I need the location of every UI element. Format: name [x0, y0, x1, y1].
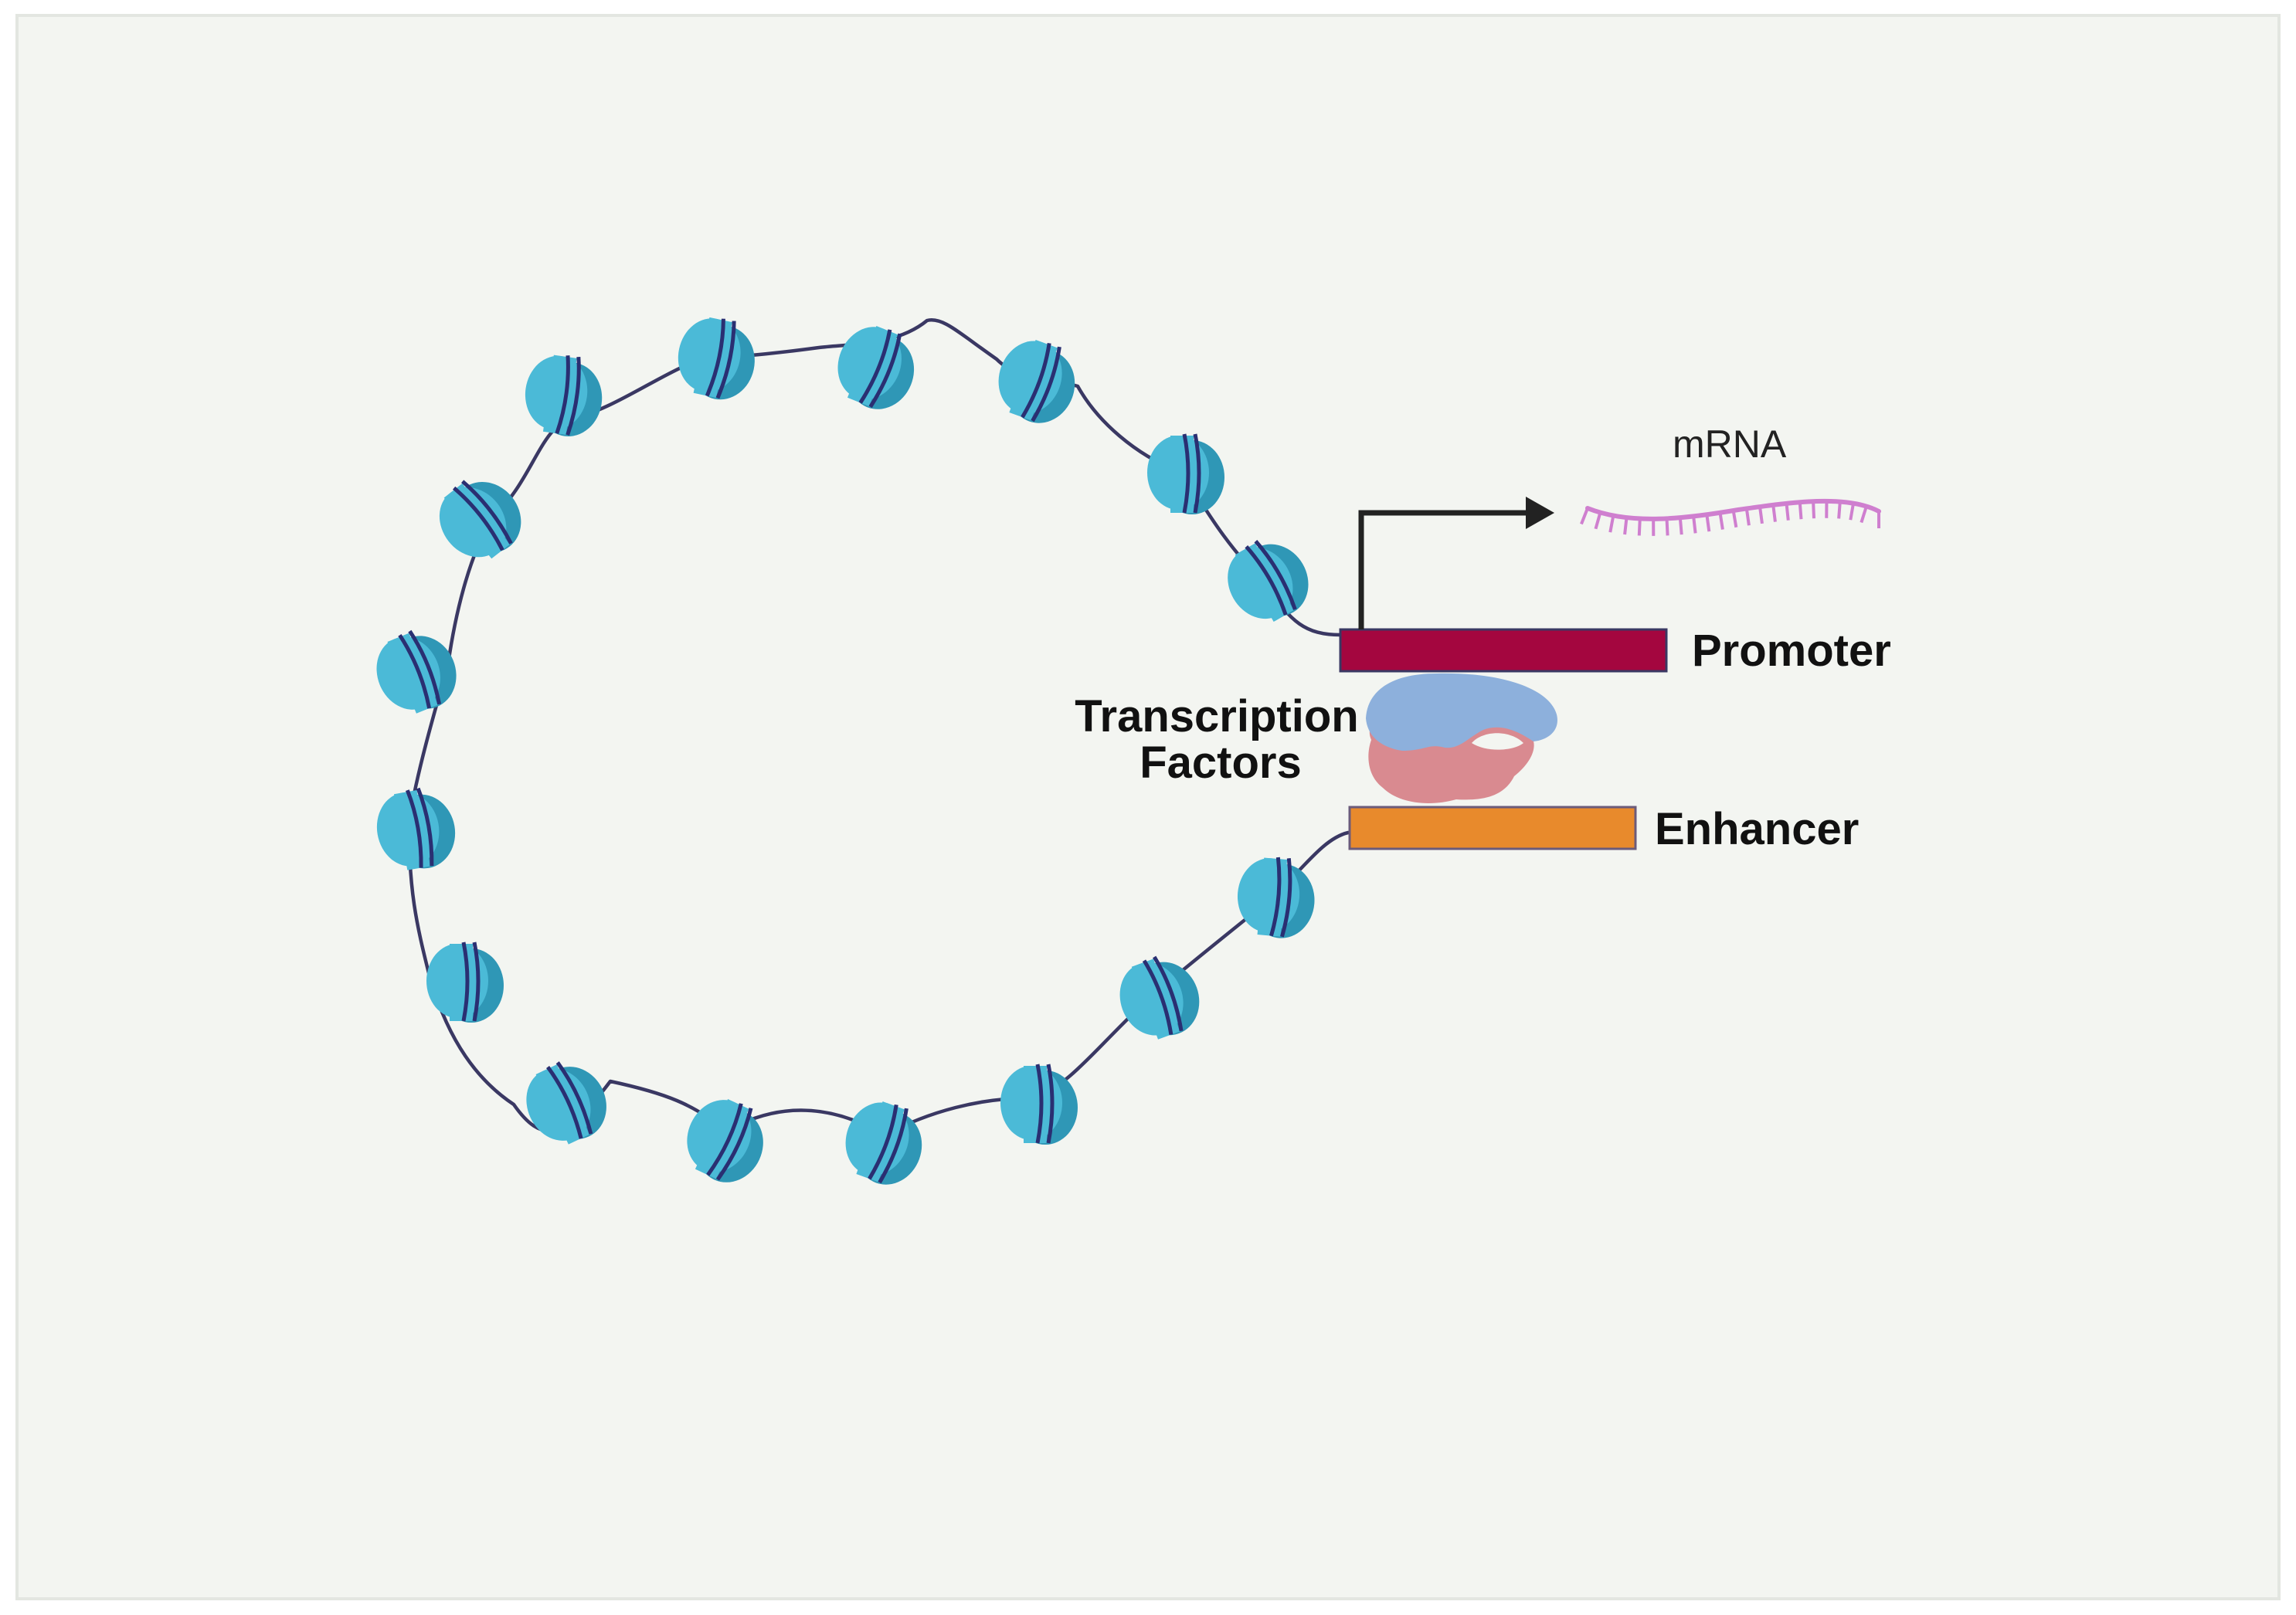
nucleosome-icon: [1000, 1064, 1078, 1145]
nucleosome-icon: [376, 787, 456, 870]
transcription-factors-label-line1: Transcription: [1075, 691, 1358, 741]
mrna-base: [1718, 512, 1724, 530]
transcription-arrow-icon: [1358, 497, 1554, 629]
nucleosome-icon: [837, 326, 915, 409]
enhancer-bar: [1348, 806, 1637, 850]
mrna-base: [1837, 501, 1842, 519]
nucleosome-icon: [1228, 540, 1309, 623]
nucleosome-icon: [1119, 955, 1200, 1040]
nucleosome-icon: [526, 1061, 606, 1145]
tf-pocket: [1472, 733, 1523, 750]
mrna-label: mRNA: [1673, 422, 1787, 466]
nucleosome-icon: [687, 1099, 763, 1182]
nucleosome-icon: [1237, 857, 1315, 938]
nucleosome-icon: [439, 480, 521, 559]
mrna-base: [1744, 508, 1751, 526]
mrna-base: [1758, 506, 1764, 524]
mrna-base: [1785, 503, 1790, 521]
transcription-factors-label-line2: Factors: [1140, 738, 1302, 788]
mrna-base: [1665, 518, 1669, 536]
nucleosome-icon: [998, 340, 1075, 423]
tf-top-subunit: [1366, 673, 1557, 751]
mrna-base: [1849, 503, 1856, 521]
nucleosome-icon: [426, 942, 504, 1023]
transcription-factor-complex-icon: [1366, 673, 1557, 803]
mrna-base: [1623, 517, 1629, 535]
mrna-base: [1678, 517, 1683, 535]
nucleosome-icon: [845, 1101, 922, 1185]
mrna-base: [1798, 502, 1803, 520]
promoter-label: Promoter: [1692, 626, 1891, 676]
mrna-base: [1637, 518, 1642, 536]
mrna-base: [1594, 512, 1602, 530]
mrna-base: [1771, 504, 1777, 522]
enhancer-label: Enhancer: [1655, 804, 1859, 854]
mrna-base: [1705, 514, 1711, 532]
mrna-base: [1608, 515, 1615, 533]
nucleosome-icon: [678, 317, 755, 400]
nucleosome-icon: [376, 629, 457, 714]
promoter-bar: [1339, 628, 1668, 673]
nucleosome-group: [376, 317, 1315, 1185]
mrna-base: [1860, 505, 1868, 524]
mrna-base: [1812, 501, 1816, 519]
mrna-strand-icon: [1580, 498, 1881, 536]
mrna-base: [1731, 510, 1738, 528]
nucleosome-icon: [1147, 433, 1224, 514]
background-panel: [15, 14, 2281, 1600]
nucleosome-icon: [525, 355, 603, 436]
mrna-base: [1580, 507, 1589, 525]
mrna-base: [1692, 516, 1697, 534]
